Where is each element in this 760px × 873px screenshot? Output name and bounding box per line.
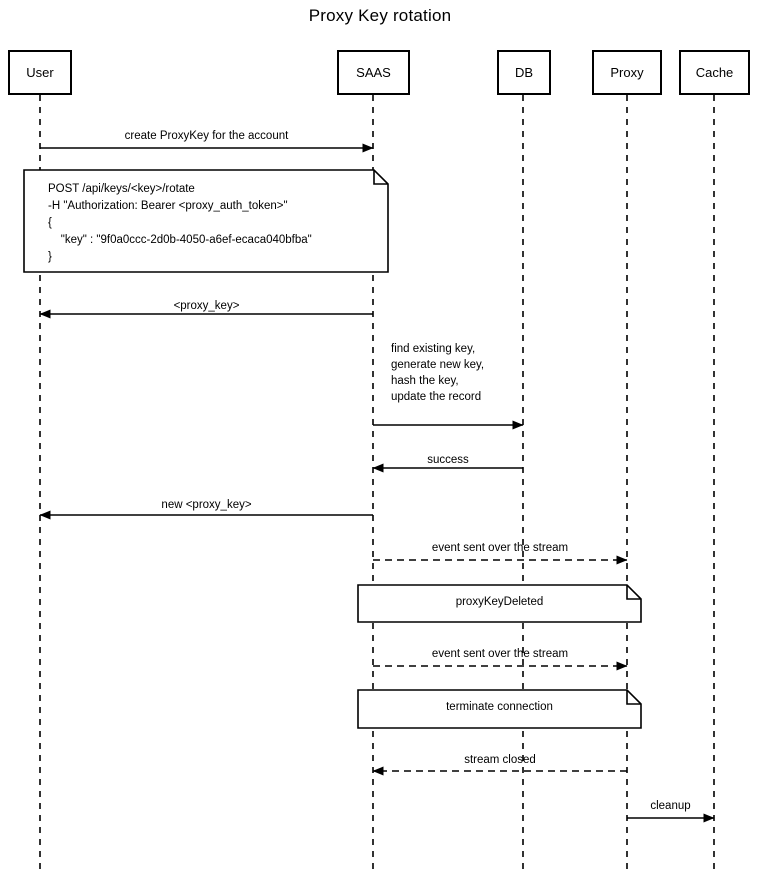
message-label-m9: cleanup bbox=[650, 800, 691, 812]
note-shape-request-note bbox=[23, 169, 389, 273]
note-text-line: POST /api/keys/<key>/rotate bbox=[48, 183, 195, 195]
diagram-title: Proxy Key rotation bbox=[308, 6, 452, 25]
note-shape-terminate-connection-note bbox=[357, 689, 642, 729]
message-label-m5: new <proxy_key> bbox=[161, 499, 252, 511]
message-label-m8: stream closed bbox=[464, 754, 536, 766]
lifelines-group bbox=[39, 95, 715, 873]
note-fold-request-note bbox=[373, 170, 388, 185]
participant-saas[interactable]: SAAS bbox=[337, 50, 410, 95]
participant-user[interactable]: User bbox=[8, 50, 72, 95]
participant-label: Cache bbox=[695, 65, 734, 80]
note-text-line: "key" : "9f0a0ccc-2d0b-4050-a6ef-ecaca04… bbox=[48, 234, 312, 246]
participant-db[interactable]: DB bbox=[497, 50, 551, 95]
message-label-m4: success bbox=[427, 454, 469, 466]
participant-cache[interactable]: Cache bbox=[679, 50, 750, 95]
note-text-line: -H "Authorization: Bearer <proxy_auth_to… bbox=[48, 200, 288, 212]
notes-group bbox=[23, 169, 642, 729]
participant-label: User bbox=[26, 65, 54, 80]
message-label-m7: event sent over the stream bbox=[431, 648, 569, 660]
activity-note-saas-activity: find existing key, generate new key, hash … bbox=[391, 341, 484, 405]
participant-label: SAAS bbox=[356, 65, 391, 80]
messages-group bbox=[39, 143, 715, 823]
activity-note-line: generate new key, bbox=[391, 359, 485, 371]
note-shape-proxy-key-deleted-note bbox=[357, 584, 642, 623]
activity-note-line: find existing key, bbox=[391, 343, 476, 355]
message-label-m2: <proxy_key> bbox=[173, 300, 240, 312]
note-fold-terminate-connection-note bbox=[626, 690, 641, 705]
note-text-line: { bbox=[48, 217, 52, 229]
activity-note-line: hash the key, bbox=[391, 375, 459, 387]
participant-label: Proxy bbox=[610, 65, 644, 80]
message-label-m6: event sent over the stream bbox=[431, 542, 569, 554]
message-label-m1: create ProxyKey for the account bbox=[124, 130, 289, 142]
participant-proxy[interactable]: Proxy bbox=[592, 50, 662, 95]
note-fold-proxy-key-deleted-note bbox=[626, 585, 641, 600]
participant-label: DB bbox=[514, 65, 534, 80]
note-text-line: } bbox=[48, 251, 52, 263]
note-text-terminate-connection-note: terminate connection bbox=[446, 701, 553, 713]
note-text-request-note: POST /api/keys/<key>/rotate -H "Authoriza… bbox=[48, 181, 312, 266]
activity-note-line: update the record bbox=[391, 391, 482, 403]
note-text-proxy-key-deleted-note: proxyKeyDeleted bbox=[455, 595, 544, 608]
